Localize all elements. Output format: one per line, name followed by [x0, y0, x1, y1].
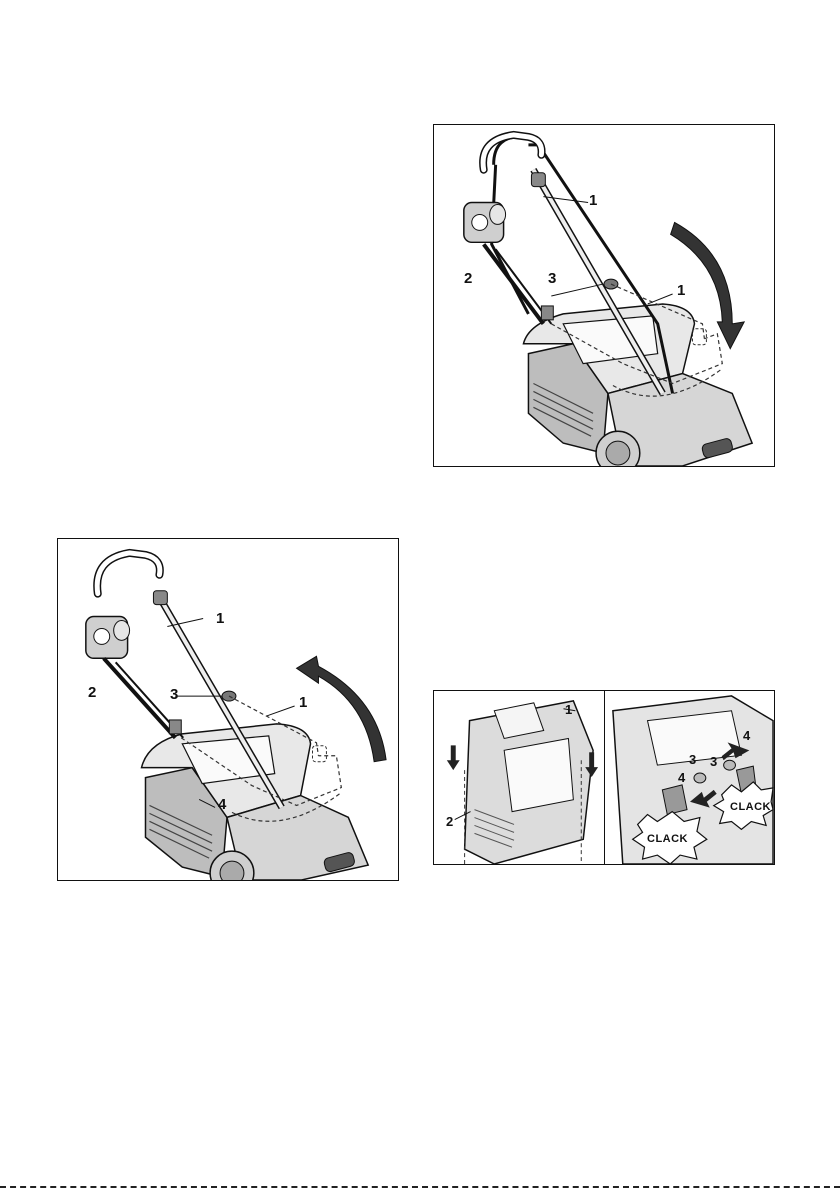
callout-3: 3 [170, 687, 178, 702]
callout-4: 4 [218, 797, 226, 812]
clack-label-right: CLACK [730, 801, 771, 813]
mower-illustration [434, 125, 774, 466]
callout-2: 2 [446, 815, 453, 828]
callout-4-left: 4 [678, 771, 685, 784]
callout-1-lower: 1 [299, 695, 307, 710]
callout-1-upper: 1 [589, 193, 597, 208]
clack-label-left: CLACK [647, 833, 688, 845]
callout-4-right: 4 [743, 729, 750, 742]
callout-3-left: 3 [689, 753, 696, 766]
figure-handle-unfold: 1 2 3 1 4 [57, 538, 399, 881]
grass-box-insert-illustration [434, 691, 774, 864]
figure-grass-box: 1 2 3 3 4 4 CLACK CLACK [433, 690, 775, 865]
callout-2: 2 [88, 685, 96, 700]
callout-3: 3 [548, 271, 556, 286]
mower-illustration [58, 539, 398, 880]
callout-1-upper: 1 [216, 611, 224, 626]
down-arrow-icon [447, 745, 460, 770]
callout-1-lower: 1 [677, 283, 685, 298]
callout-3-right: 3 [710, 755, 717, 768]
page-bottom-rule [0, 1186, 840, 1188]
callout-1: 1 [565, 703, 572, 716]
figure-handle-fold: 1 2 3 1 [433, 124, 775, 467]
callout-2: 2 [464, 271, 472, 286]
